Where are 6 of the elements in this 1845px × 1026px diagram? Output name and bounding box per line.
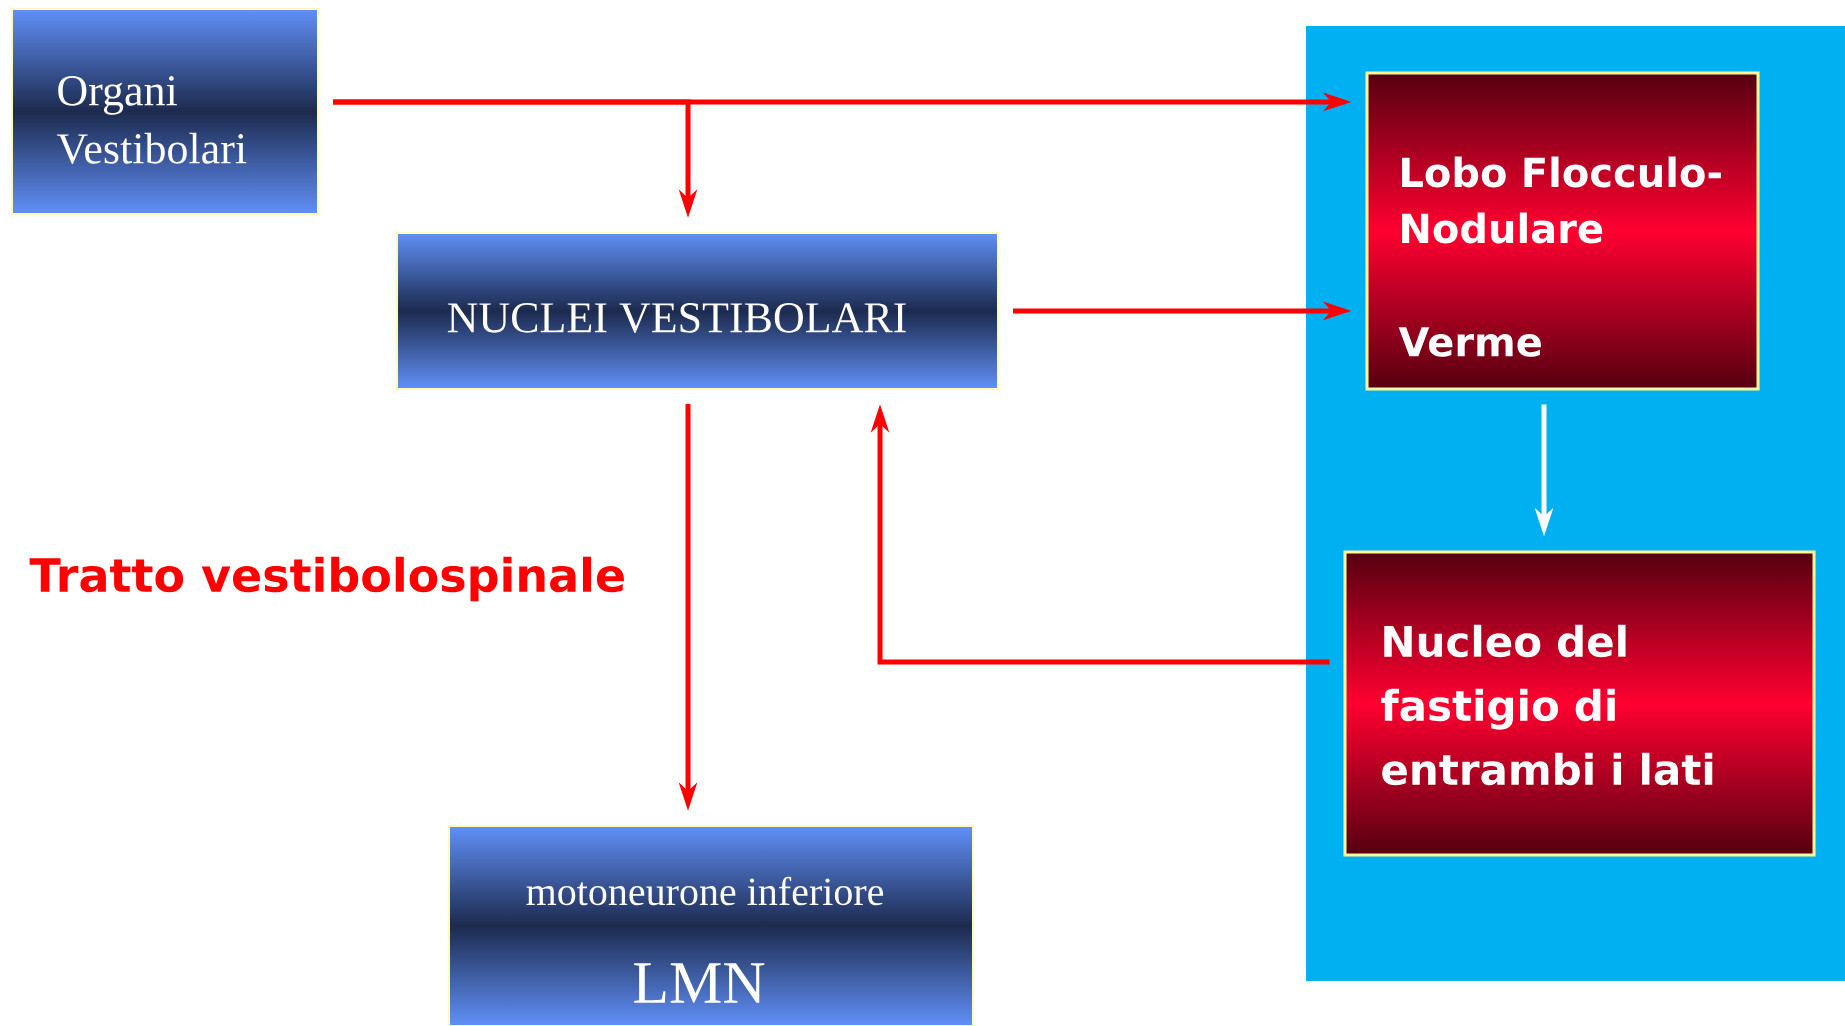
tract-label: Tratto vestibolospinale [29, 556, 624, 602]
motoneuron-box: motoneurone inferiore LMN [448, 825, 974, 1026]
nucleus-box: Nucleo del fastigio di entrambi i lati [1343, 550, 1816, 857]
nuclei-box: NUCLEI VESTIBOLARI [396, 232, 999, 390]
lobe-box: Lobo Flocculo-Nodulare Verme [1365, 71, 1760, 391]
organ-box: Organi Vestibolari [11, 8, 319, 215]
